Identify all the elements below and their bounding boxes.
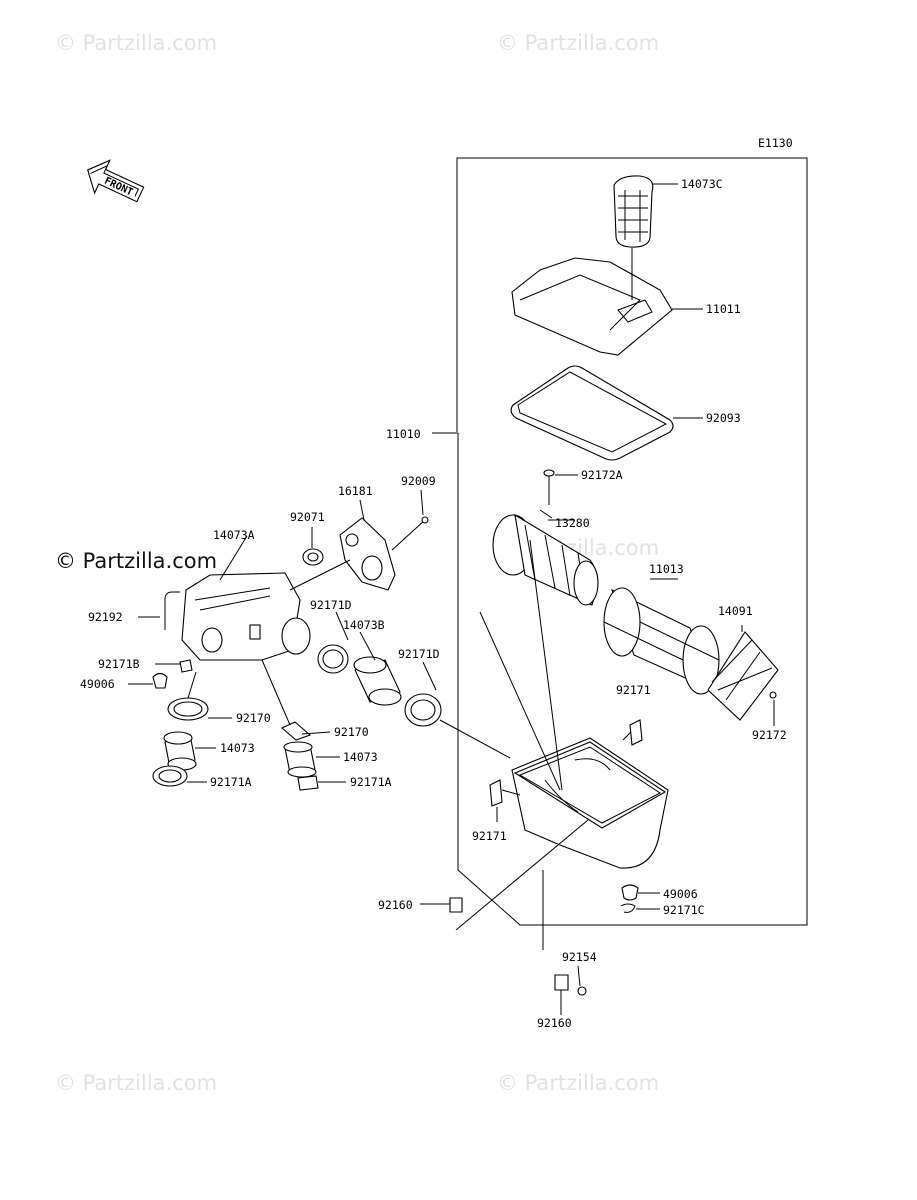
label-92172a: 92172A (581, 468, 623, 482)
label-92172: 92172 (752, 728, 787, 742)
part-14091-icon (707, 625, 779, 726)
part-92160-bottom-icon (554, 974, 569, 1015)
part-92171-upper-clip-icon (629, 719, 643, 746)
part-92071-icon (302, 527, 324, 566)
part-11013-icon (603, 578, 720, 695)
part-92154-icon (577, 965, 587, 996)
part-14073b-icon (353, 631, 402, 706)
part-92170-left-icon (167, 671, 232, 721)
label-92170-left: 92170 (236, 711, 271, 725)
part-92160-left-icon (420, 819, 589, 931)
part-92172a-icon (543, 469, 578, 505)
label-16181: 16181 (338, 484, 373, 498)
part-16181-icon (289, 499, 396, 591)
part-14073-left-icon (163, 731, 216, 771)
diagram-code: E1130 (758, 136, 793, 150)
label-92171b: 92171B (98, 657, 140, 671)
label-49006-left: 49006 (80, 677, 115, 691)
label-92170-mid: 92170 (334, 725, 369, 739)
label-14073-left: 14073 (220, 741, 255, 755)
part-49006-left-icon (128, 672, 168, 689)
part-92192-icon (138, 591, 180, 630)
label-92160-left: 92160 (378, 898, 413, 912)
part-13280-icon (492, 509, 599, 606)
watermarks: © Partzilla.com © Partzilla.com © Partzi… (55, 31, 659, 1095)
label-92192: 92192 (88, 610, 123, 624)
assembly-frame (432, 157, 808, 926)
label-14073a: 14073A (213, 528, 255, 542)
watermark-top-right: © Partzilla.com (497, 31, 659, 55)
label-92171-upper: 92171 (616, 683, 651, 697)
part-92171a-mid-icon (297, 775, 346, 791)
label-92009: 92009 (401, 474, 436, 488)
label-14073c: 14073C (681, 177, 723, 191)
label-92171-lower: 92171 (472, 829, 507, 843)
part-92009-icon (391, 489, 429, 551)
part-49006-right-icon (621, 884, 660, 901)
label-92171d-a: 92171D (310, 598, 352, 612)
label-92154: 92154 (562, 950, 597, 964)
label-11011: 11011 (706, 302, 741, 316)
part-92093-icon (510, 365, 703, 461)
part-labels: 14073C 11011 92093 11010 92172A 13280 11… (80, 177, 787, 1030)
label-92171c: 92171C (663, 903, 705, 917)
watermark-bottom-left: © Partzilla.com (55, 1071, 217, 1095)
label-14091: 14091 (718, 604, 753, 618)
part-14073-mid-icon (283, 741, 340, 778)
part-92171a-left-icon (152, 765, 207, 787)
watermark-top-left: © Partzilla.com (55, 31, 217, 55)
label-14073b: 14073B (343, 618, 385, 632)
label-13280: 13280 (555, 516, 590, 530)
label-11010: 11010 (386, 427, 421, 441)
label-11013: 11013 (649, 562, 684, 576)
part-92171d-a-icon (317, 611, 349, 674)
part-92171c-icon (620, 903, 660, 913)
part-92171d-b-icon (404, 661, 511, 759)
part-14073a-icon (181, 535, 311, 661)
part-11011-icon (511, 248, 703, 356)
part-92171-lower-clip-icon (489, 779, 503, 822)
front-arrow-icon: FRONT (87, 159, 145, 203)
label-92160-bottom: 92160 (537, 1016, 572, 1030)
part-92171b-icon (155, 659, 193, 673)
label-92171a-mid: 92171A (350, 775, 392, 789)
watermark-center-left: © Partzilla.com (55, 549, 217, 573)
part-92170-mid-icon (261, 659, 331, 741)
watermark-bottom-right: © Partzilla.com (497, 1071, 659, 1095)
label-92171a-left: 92171A (210, 775, 252, 789)
part-14073c-icon (613, 175, 678, 248)
part-airbox-icon (479, 539, 669, 950)
label-92093: 92093 (706, 411, 741, 425)
label-92071: 92071 (290, 510, 325, 524)
label-14073-mid: 14073 (343, 750, 378, 764)
label-49006-right: 49006 (663, 887, 698, 901)
label-92171d-b: 92171D (398, 647, 440, 661)
